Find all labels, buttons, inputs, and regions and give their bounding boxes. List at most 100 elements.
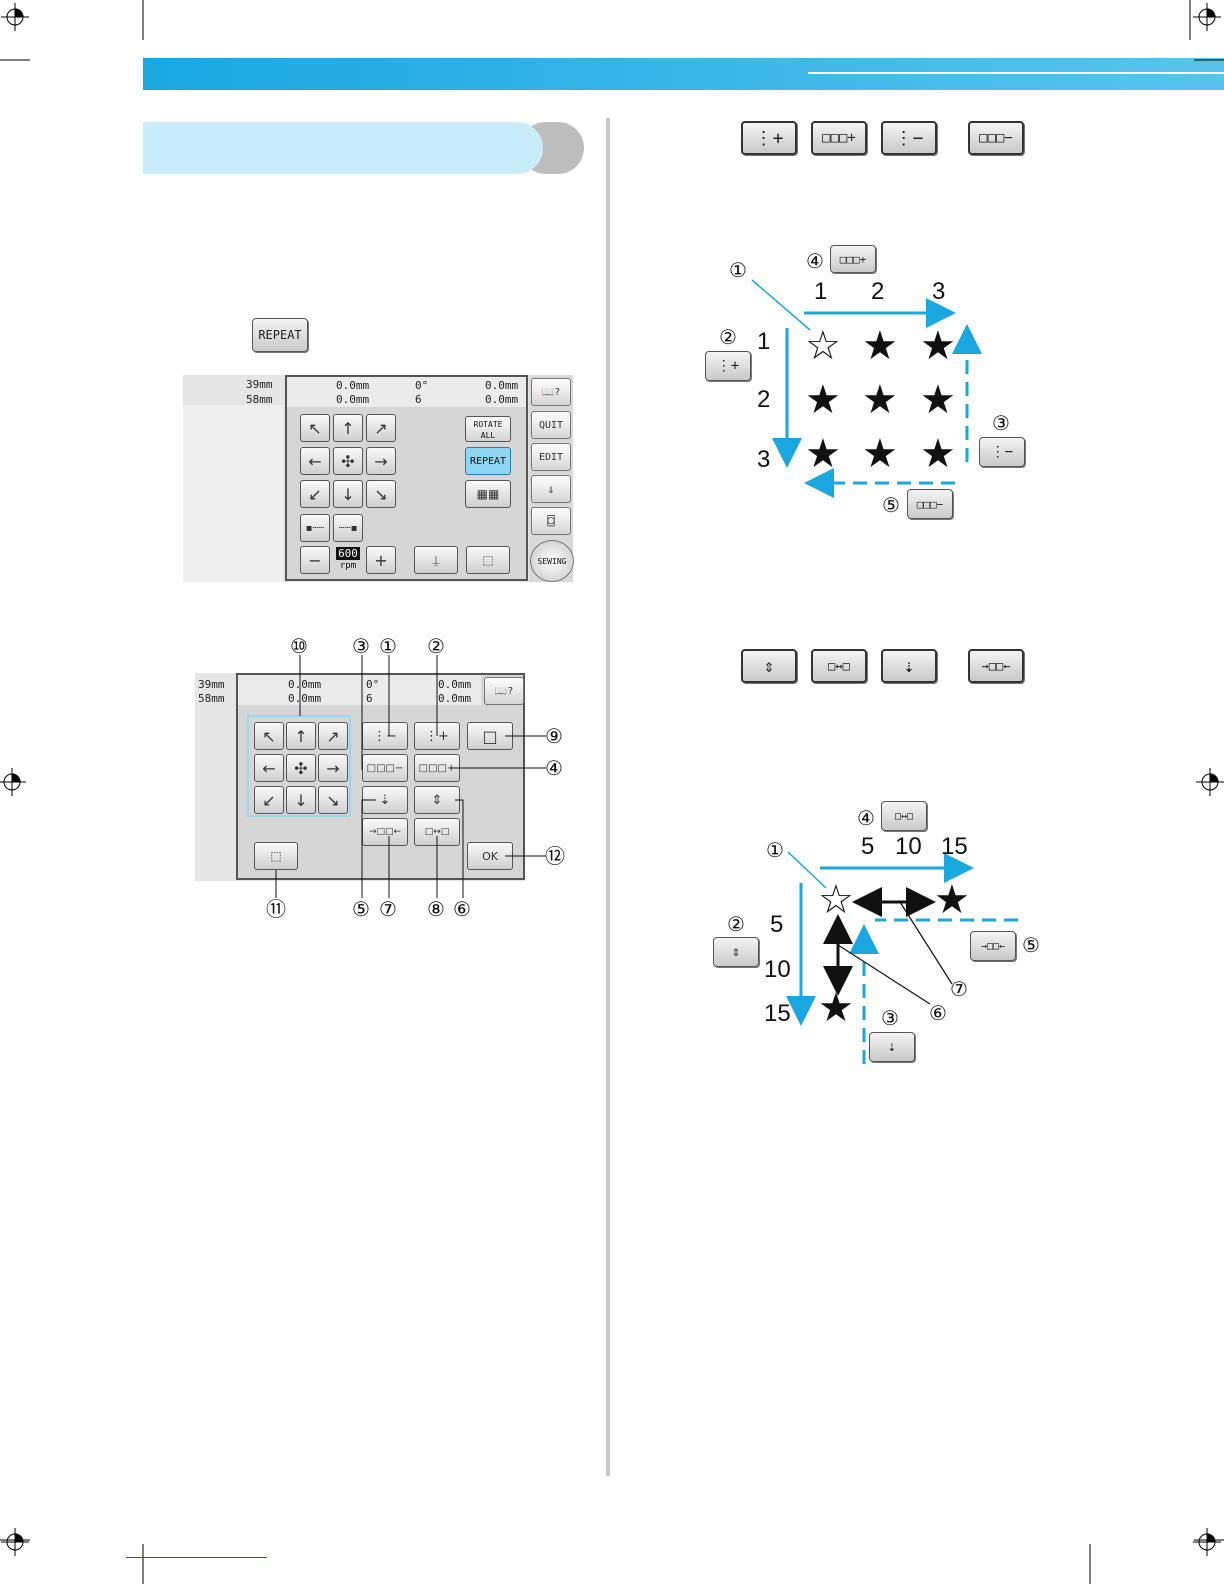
color-count-2: 6 — [366, 692, 373, 705]
v-space-key[interactable]: ⇕ — [741, 649, 797, 683]
center-button[interactable]: ✣ — [333, 447, 363, 475]
position-vertical-2: 0.0mm — [288, 678, 322, 691]
spacing-row-15: 15 — [764, 1000, 791, 1027]
callout-6: ⑥ — [453, 897, 471, 921]
cols-plus-key[interactable]: □□□+ — [811, 121, 867, 155]
spacing-row-5: 5 — [770, 911, 784, 938]
move-right-button-2[interactable]: → — [318, 754, 348, 782]
screen-info-bar — [287, 377, 526, 407]
size-height: 39mm — [246, 378, 273, 391]
diagram1-callout-5: ⑤ — [882, 493, 900, 517]
cols-minus-button[interactable]: □□□− — [362, 754, 408, 782]
move-up-button-2[interactable]: ↑ — [286, 722, 316, 750]
callout-8: ⑧ — [427, 897, 445, 921]
rows-minus-button[interactable]: ⋮− — [362, 722, 408, 750]
diagram2-v-space-dec-key: ⇣ — [869, 1032, 915, 1062]
star-icon: ★ — [805, 377, 841, 423]
memory-button[interactable]: ⇓ — [531, 475, 571, 503]
speed-unit: rpm — [339, 561, 357, 571]
callout-9: ⑨ — [545, 724, 563, 748]
v-space-dec-key[interactable]: ⇣ — [881, 649, 937, 683]
move-down-left-button[interactable]: ↙ — [300, 480, 330, 508]
diagram2-callout-5: ⑤ — [1022, 933, 1040, 957]
move-up-left-button[interactable]: ↖ — [300, 414, 330, 442]
diagram1-callout-3: ③ — [992, 411, 1010, 435]
spacing-horizontal-2: 0.0mm — [438, 692, 472, 705]
speed-value: 600 — [336, 547, 360, 560]
callout-7: ⑦ — [379, 897, 397, 921]
quit-button[interactable]: QUIT — [531, 411, 571, 439]
callout-12: ⑫ — [545, 844, 565, 868]
edit-button[interactable]: EDIT — [531, 443, 571, 471]
move-left-button-2[interactable]: ← — [254, 754, 284, 782]
v-space-inc-button[interactable]: ⇕ — [414, 786, 460, 814]
rows-minus-key[interactable]: ⋮− — [881, 121, 937, 155]
size-width: 58mm — [246, 393, 273, 406]
move-left-button[interactable]: ← — [300, 447, 330, 475]
col-number-3: 3 — [932, 278, 946, 305]
star-outline-icon: ☆ — [818, 877, 854, 923]
border-right-button[interactable]: ┄┄▪ — [333, 514, 363, 542]
h-space-key[interactable]: □↔□ — [811, 649, 867, 683]
speed-minus-button[interactable]: − — [300, 546, 330, 574]
move-down-right-button-2[interactable]: ↘ — [318, 786, 348, 814]
star-icon: ★ — [920, 377, 956, 423]
arrow-key-group — [247, 715, 351, 817]
cols-minus-key[interactable]: □□□− — [968, 121, 1024, 155]
h-space-dec-key[interactable]: →□□← — [968, 649, 1024, 683]
sewing-button[interactable]: SEWING — [530, 540, 574, 582]
h-space-dec-button[interactable]: →□□← — [362, 818, 408, 846]
callout-5: ⑤ — [352, 897, 370, 921]
move-up-button[interactable]: ↑ — [333, 414, 363, 442]
screen-left-panel — [183, 405, 283, 582]
frame-button[interactable]: ⌼ — [531, 507, 571, 535]
col-number-2: 2 — [871, 278, 885, 305]
spacing-col-5: 5 — [861, 833, 875, 860]
header-rule — [808, 72, 1224, 74]
array-button[interactable]: ▦▦ — [465, 480, 511, 508]
star-outline-icon: ☆ — [805, 323, 841, 369]
star-icon: ★ — [934, 877, 970, 923]
diagram2-h-space-key: □↔□ — [881, 801, 927, 831]
callout-11: ⑪ — [266, 897, 286, 921]
center-button-2[interactable]: ✣ — [286, 754, 316, 782]
column-divider — [606, 118, 610, 1476]
rows-plus-key[interactable]: ⋮+ — [741, 121, 797, 155]
repeat-info-bar — [238, 675, 481, 705]
move-up-right-button[interactable]: ↗ — [366, 414, 396, 442]
trial-button-2[interactable]: ⬚ — [254, 842, 298, 870]
size-width-2: 58mm — [198, 692, 225, 705]
screen-repeat-button[interactable]: REPEAT — [465, 447, 511, 475]
move-down-left-button-2[interactable]: ↙ — [254, 786, 284, 814]
needle-button[interactable]: ⍊ — [414, 546, 458, 574]
star-icon: ★ — [862, 431, 898, 477]
border-left-button[interactable]: ▪┄┄ — [300, 514, 330, 542]
move-down-right-button[interactable]: ↘ — [366, 480, 396, 508]
move-up-left-button-2[interactable]: ↖ — [254, 722, 284, 750]
position-vertical: 0.0mm — [336, 379, 370, 392]
move-up-right-button-2[interactable]: ↗ — [318, 722, 348, 750]
trial-button[interactable]: ⬚ — [466, 546, 510, 574]
diagram2-callout-2: ② — [727, 912, 745, 936]
spacing-vertical-2: 0.0mm — [438, 678, 472, 691]
header-bar — [143, 58, 1224, 90]
diagram2-v-space-key: ⇕ — [713, 937, 759, 967]
move-down-button-2[interactable]: ↓ — [286, 786, 316, 814]
diagram2-callout-1: ① — [766, 838, 784, 862]
move-right-button[interactable]: → — [366, 447, 396, 475]
move-down-button[interactable]: ↓ — [333, 480, 363, 508]
rotate-all-button[interactable]: ROTATE ALL — [465, 416, 511, 442]
row-number-3: 3 — [757, 446, 771, 473]
callout-10: ⑩ — [290, 634, 308, 658]
h-space-inc-button[interactable]: □↔□ — [414, 818, 460, 846]
speed-plus-button[interactable]: + — [366, 546, 396, 574]
help-button[interactable]: 📖? — [531, 378, 571, 406]
help-button-2[interactable]: 📖? — [484, 677, 524, 705]
color-count: 6 — [415, 393, 422, 406]
star-icon: ★ — [805, 431, 841, 477]
repeat-button[interactable]: REPEAT — [252, 318, 308, 352]
diagram1-callout-1: ① — [729, 258, 747, 282]
position-horizontal-2: 0.0mm — [288, 692, 322, 705]
